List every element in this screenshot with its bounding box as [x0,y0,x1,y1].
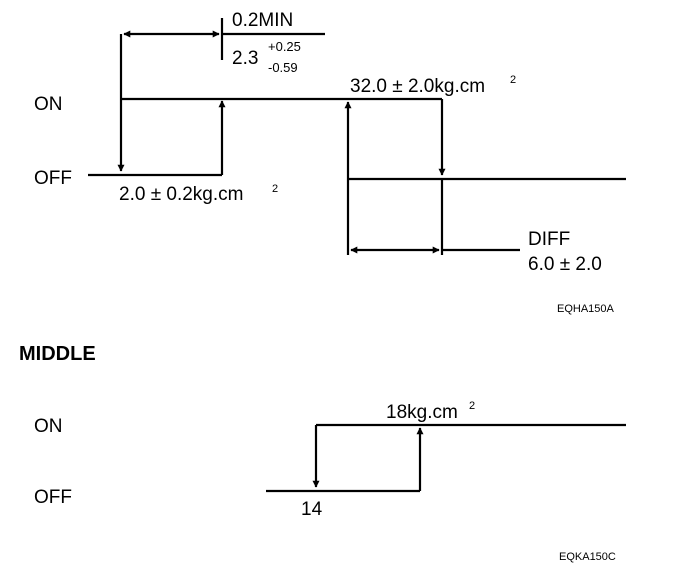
delay-minus-label: -0.59 [268,60,298,75]
upper-switch-diagram [88,18,626,255]
figure-code-a: EQHA150A [557,303,615,315]
on-pressure-label: 32.0 ± 2.0kg.cm [350,76,485,97]
diff-label: DIFF [528,229,570,250]
middle-on-pressure-label: 18kg.cm [386,402,458,423]
upper-diagram-labels: ON OFF 0.2MIN 2.3 +0.25 -0.59 32.0 ± 2.0… [34,10,615,315]
middle-off-value-label: 14 [301,499,323,520]
figure-code-c: EQKA150C [559,551,616,563]
min-time-label: 0.2MIN [232,10,293,31]
on-label: ON [34,94,63,115]
delay-plus-label: +0.25 [268,39,301,54]
delay-base-label: 2.3 [232,48,258,69]
off-pressure-superscript: 2 [272,183,278,195]
middle-title: MIDDLE [19,343,96,365]
diff-value-label: 6.0 ± 2.0 [528,254,602,275]
middle-off-label: OFF [34,487,72,508]
off-label: OFF [34,168,72,189]
middle-switch-diagram [266,423,626,493]
off-pressure-label: 2.0 ± 0.2kg.cm [119,184,243,205]
middle-on-label: ON [34,416,63,437]
middle-diagram-labels: ON OFF 18kg.cm 2 14 EQKA150C [34,400,616,563]
on-pressure-superscript: 2 [510,74,516,86]
middle-on-pressure-superscript: 2 [469,400,475,412]
